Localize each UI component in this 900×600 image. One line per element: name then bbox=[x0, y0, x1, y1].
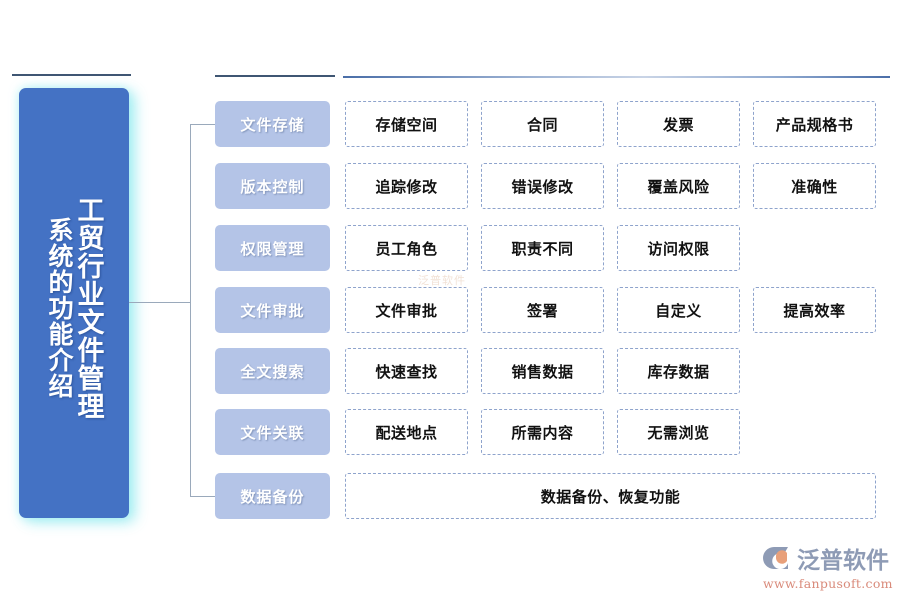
item-group: 快速查找 销售数据 库存数据 bbox=[345, 348, 740, 394]
diagram-row: 数据备份 数据备份、恢复功能 bbox=[215, 473, 876, 519]
item-box[interactable]: 追踪修改 bbox=[345, 163, 468, 209]
category-box-permission-management[interactable]: 权限管理 bbox=[215, 225, 330, 271]
item-group: 数据备份、恢复功能 bbox=[345, 473, 876, 519]
item-group: 追踪修改 错误修改 覆盖风险 准确性 bbox=[345, 163, 876, 209]
diagram-row: 文件关联 配送地点 所需内容 无需浏览 bbox=[215, 409, 740, 455]
item-box[interactable]: 自定义 bbox=[617, 287, 740, 333]
item-box[interactable]: 所需内容 bbox=[481, 409, 604, 455]
diagram-row: 版本控制 追踪修改 错误修改 覆盖风险 准确性 bbox=[215, 163, 876, 209]
item-box[interactable]: 访问权限 bbox=[617, 225, 740, 271]
logo-wordmark: 泛普软件 bbox=[797, 548, 889, 574]
connector-trunk bbox=[129, 302, 191, 303]
item-box[interactable]: 错误修改 bbox=[481, 163, 604, 209]
connector-branch-first bbox=[190, 124, 216, 125]
diagram-row: 权限管理 员工角色 职责不同 访问权限 bbox=[215, 225, 740, 271]
item-box[interactable]: 配送地点 bbox=[345, 409, 468, 455]
category-box-file-storage[interactable]: 文件存储 bbox=[215, 101, 330, 147]
title-line-secondary: 系统的功能介绍 bbox=[44, 217, 74, 399]
diagram-row: 全文搜索 快速查找 销售数据 库存数据 bbox=[215, 348, 740, 394]
diagram-row: 文件存储 存储空间 合同 发票 产品规格书 bbox=[215, 101, 876, 147]
item-box[interactable]: 合同 bbox=[481, 101, 604, 147]
item-box[interactable]: 准确性 bbox=[753, 163, 876, 209]
item-box[interactable]: 文件审批 bbox=[345, 287, 468, 333]
item-box[interactable]: 发票 bbox=[617, 101, 740, 147]
top-rule-left bbox=[12, 74, 131, 76]
brand-logo: 泛普软件 www.fanpusoft.com bbox=[762, 540, 893, 592]
category-box-file-association[interactable]: 文件关联 bbox=[215, 409, 330, 455]
item-box[interactable]: 职责不同 bbox=[481, 225, 604, 271]
item-box[interactable]: 销售数据 bbox=[481, 348, 604, 394]
item-box[interactable]: 无需浏览 bbox=[617, 409, 740, 455]
category-box-version-control[interactable]: 版本控制 bbox=[215, 163, 330, 209]
item-box[interactable]: 签署 bbox=[481, 287, 604, 333]
logo-url: www.fanpusoft.com bbox=[763, 576, 893, 591]
top-rule-middle bbox=[215, 75, 335, 77]
fanpu-logo-icon bbox=[762, 543, 792, 573]
connector-spine bbox=[190, 124, 191, 496]
watermark-text: 泛普软件 bbox=[418, 274, 466, 287]
item-box[interactable]: 库存数据 bbox=[617, 348, 740, 394]
item-box[interactable]: 快速查找 bbox=[345, 348, 468, 394]
item-box[interactable]: 提高效率 bbox=[753, 287, 876, 333]
item-group: 配送地点 所需内容 无需浏览 bbox=[345, 409, 740, 455]
item-box[interactable]: 产品规格书 bbox=[753, 101, 876, 147]
title-line-primary: 工贸行业文件管理 bbox=[72, 196, 104, 420]
logo-row: 泛普软件 bbox=[762, 541, 889, 575]
item-box[interactable]: 存储空间 bbox=[345, 101, 468, 147]
diagram-row: 文件审批 文件审批 签署 自定义 提高效率 bbox=[215, 287, 876, 333]
category-box-file-approval[interactable]: 文件审批 bbox=[215, 287, 330, 333]
title-panel: 工贸行业文件管理 系统的功能介绍 bbox=[19, 88, 129, 518]
item-group: 文件审批 签署 自定义 提高效率 bbox=[345, 287, 876, 333]
category-box-full-text-search[interactable]: 全文搜索 bbox=[215, 348, 330, 394]
item-box[interactable]: 员工角色 bbox=[345, 225, 468, 271]
item-box[interactable]: 覆盖风险 bbox=[617, 163, 740, 209]
category-box-data-backup[interactable]: 数据备份 bbox=[215, 473, 330, 519]
item-group: 存储空间 合同 发票 产品规格书 bbox=[345, 101, 876, 147]
item-box[interactable]: 数据备份、恢复功能 bbox=[345, 473, 876, 519]
connector-branch-last bbox=[190, 496, 216, 497]
item-group: 员工角色 职责不同 访问权限 bbox=[345, 225, 740, 271]
top-rule-right-gradient bbox=[343, 76, 890, 78]
